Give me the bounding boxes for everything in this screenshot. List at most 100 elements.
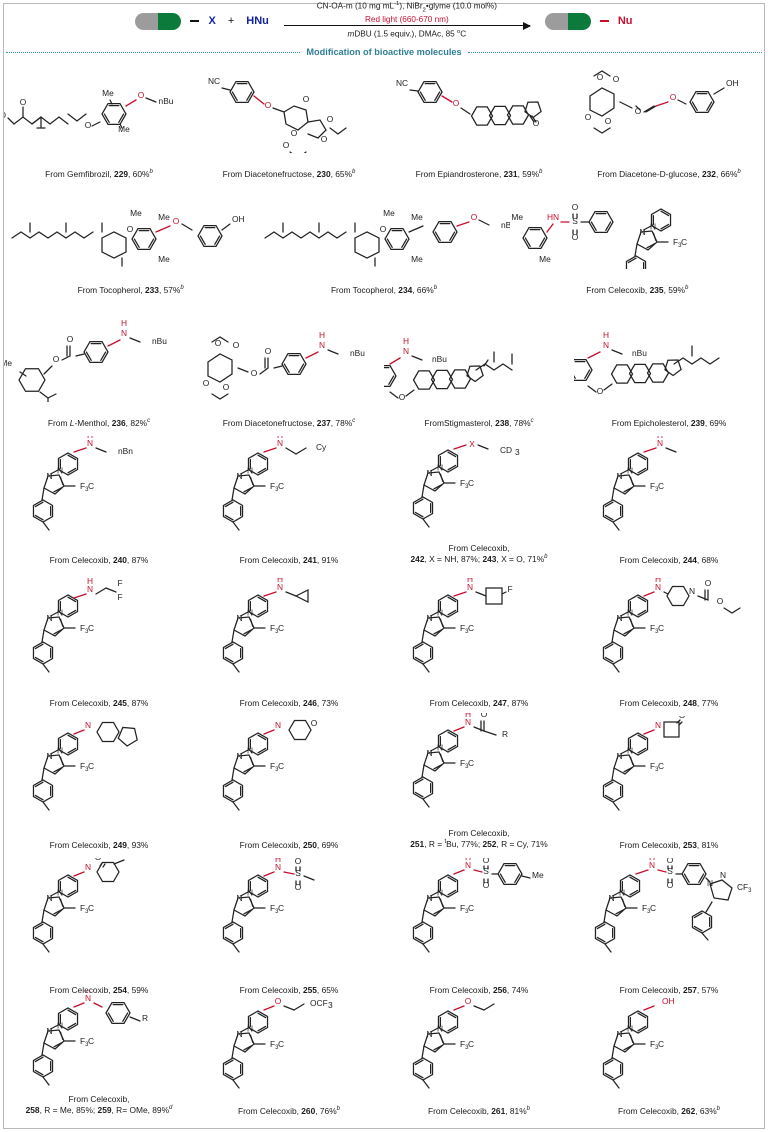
svg-text:O: O — [571, 202, 578, 212]
svg-text:S: S — [295, 868, 301, 878]
svg-text:Me: Me — [158, 212, 170, 222]
svg-text:O: O — [311, 718, 318, 728]
svg-text:N: N — [236, 471, 242, 481]
divider-line-left — [6, 51, 301, 53]
svg-text:N: N — [627, 466, 633, 476]
svg-text:C: C — [88, 1036, 94, 1046]
svg-text:OH: OH — [726, 78, 739, 88]
svg-text:N: N — [403, 346, 409, 356]
svg-text:C: C — [88, 481, 94, 491]
svg-text:N: N — [655, 720, 661, 730]
reaction-scheme: X + HNu CN-OA-m (10 mg mL-1), NiBr2•glym… — [0, 0, 768, 42]
svg-text:F3: F3 — [673, 237, 682, 249]
svg-text:N: N — [87, 438, 93, 448]
svg-text:F3: F3 — [80, 1036, 89, 1048]
svg-text:3: 3 — [328, 1000, 333, 1010]
svg-text:O: O — [670, 92, 677, 102]
svg-text:nBu: nBu — [152, 336, 167, 346]
svg-text:O: O — [453, 98, 460, 108]
svg-text:C: C — [88, 761, 94, 771]
svg-text:C: C — [468, 903, 474, 913]
svg-text:F3: F3 — [460, 1039, 469, 1051]
svg-text:C: C — [278, 761, 284, 771]
svg-text:Me: Me — [532, 870, 544, 880]
svg-text:N: N — [275, 720, 281, 730]
svg-text:F3: F3 — [270, 481, 279, 493]
entry-caption: From Celecoxib, 240, 87% — [49, 554, 149, 565]
svg-text:H: H — [85, 991, 91, 995]
svg-text:N: N — [619, 888, 625, 898]
svg-text:OH: OH — [662, 996, 675, 1006]
svg-text:N: N — [275, 862, 281, 872]
svg-text:X: X — [469, 439, 475, 449]
svg-text:O: O — [571, 232, 578, 242]
svg-text:C: C — [278, 623, 284, 633]
entry-source-label: From Celecoxib, — [448, 543, 510, 554]
svg-text:N: N — [247, 608, 253, 618]
svg-text:C: C — [658, 623, 664, 633]
svg-text:Me: Me — [412, 212, 424, 222]
entry-caption: From Celecoxib,251, R = tBu, 77%; 252, R… — [410, 826, 548, 850]
svg-text:N: N — [639, 227, 645, 237]
svg-text:R: R — [502, 729, 508, 739]
svg-text:O: O — [481, 713, 488, 719]
svg-text:N: N — [57, 466, 63, 476]
svg-text:H: H — [467, 578, 473, 584]
svg-text:N: N — [655, 582, 661, 592]
svg-text:N: N — [277, 438, 283, 448]
svg-text:O: O — [667, 858, 674, 865]
svg-text:F3: F3 — [460, 903, 469, 915]
svg-text:nBu: nBu — [159, 96, 174, 106]
svg-text:O: O — [705, 578, 712, 588]
svg-text:N: N — [236, 751, 242, 761]
entry-caption: From Epicholesterol, 239, 69% — [611, 417, 727, 428]
svg-text:O: O — [223, 382, 230, 392]
svg-text:O: O — [717, 596, 724, 606]
entry-cell: MeOONHnBuFrom L-Menthol, 236, 82%c — [0, 318, 194, 428]
svg-text:N: N — [437, 463, 443, 473]
entry-caption: From Tocopherol, 233, 57%b — [77, 284, 184, 295]
svg-text:N: N — [616, 1029, 622, 1039]
svg-text:C: C — [650, 903, 656, 913]
svg-text:N: N — [85, 720, 91, 730]
svg-text:Me: Me — [158, 254, 170, 264]
svg-text:N: N — [616, 471, 622, 481]
svg-text:C: C — [468, 478, 474, 488]
svg-text:H: H — [87, 578, 93, 586]
svg-text:F3: F3 — [642, 903, 651, 915]
entry-caption: From Celecoxib, 255, 65% — [239, 984, 339, 995]
svg-text:N: N — [720, 870, 726, 880]
entry-caption: From Celecoxib, 241, 91% — [239, 554, 339, 565]
conditions-bottom: mDBU (1.5 equiv.), DMAc, 85 oC — [347, 29, 467, 39]
entry-cell: NNF3CNHSOONNCF3From Celecoxib, 257, 57% — [574, 852, 764, 995]
figure-border — [3, 3, 765, 1129]
svg-text:O: O — [275, 996, 282, 1006]
svg-text:O: O — [667, 880, 674, 890]
svg-text:H: H — [403, 336, 409, 346]
svg-text:N: N — [57, 608, 63, 618]
product-capsule-icon — [544, 12, 591, 30]
svg-text:N: N — [46, 751, 52, 761]
entry-variants: 251, R = tBu, 77%; 252, R = Cy, 71% — [410, 839, 548, 850]
svg-text:F: F — [117, 578, 122, 588]
entry-caption: From Celecoxib, 260, 76%b — [237, 1105, 341, 1116]
